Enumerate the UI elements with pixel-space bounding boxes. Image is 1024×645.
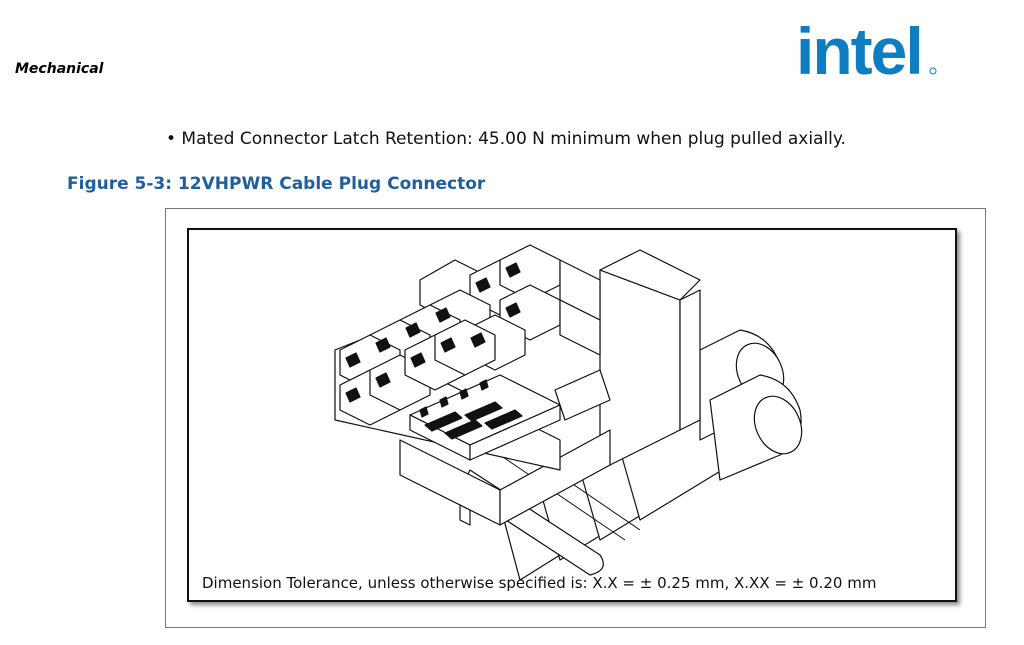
- logo-text: intel: [796, 14, 922, 84]
- intel-logo: intel: [796, 14, 937, 84]
- latch-retention-bullet: • Mated Connector Latch Retention: 45.00…: [166, 129, 846, 149]
- figure-frame: [165, 208, 986, 628]
- section-label: Mechanical: [15, 61, 104, 77]
- dimension-tolerance-note: Dimension Tolerance, unless otherwise sp…: [202, 574, 877, 592]
- registered-mark-icon: [929, 67, 937, 75]
- rear-housing: [554, 249, 701, 471]
- cables: [459, 329, 803, 581]
- lower-housing: [399, 429, 611, 526]
- sense-latch-block: [409, 374, 561, 461]
- figure-caption: Figure 5-3: 12VHPWR Cable Plug Connector: [67, 174, 486, 194]
